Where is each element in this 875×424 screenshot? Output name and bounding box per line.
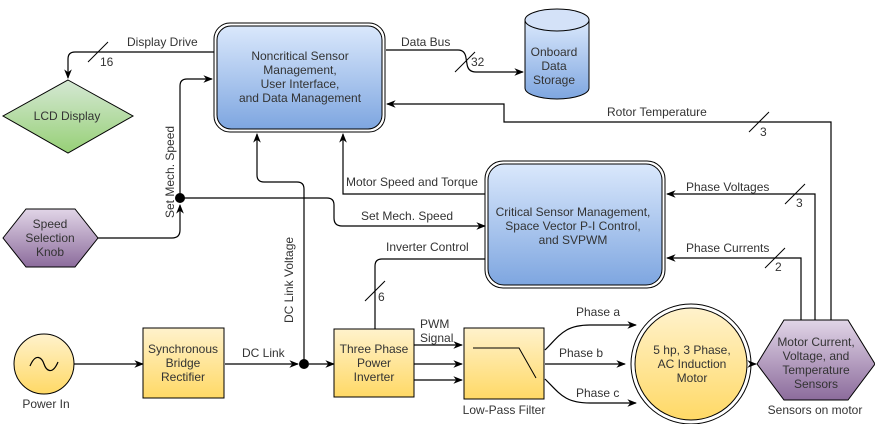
bus-width-slash [364,280,386,302]
phase-currents-label: Phase Currents [686,241,769,255]
lcd-label: LCD Display [34,109,101,123]
motor-speed-torque-label: Motor Speed and Torque [346,175,478,189]
display-drive-label: Display Drive [127,35,198,49]
phase-voltages-wire [666,190,816,320]
filter-label: Low-Pass Filter [463,403,546,417]
phase-a-wire [544,321,637,351]
motor-label-3: Motor [677,371,708,385]
storage-label-2: Data [541,59,567,73]
noncritical-block[interactable]: Noncritical Sensor Management, User Inte… [213,22,386,133]
bus-width-slash [454,51,476,73]
induction-motor[interactable]: 5 hp, 3 Phase, AC Induction Motor [630,303,752,424]
critical-label-3: and SVPWM [539,233,608,247]
set-mech-speed-vertical-label: Set Mech. Speed [163,126,177,218]
rotor-temperature-label: Rotor Temperature [607,105,707,119]
display-width-label: 16 [100,55,114,69]
sensors-label-1: Motor Current, [777,335,854,349]
phase-voltages-label: Phase Voltages [686,180,769,194]
bus-width-slash [87,41,109,63]
storage-label-1: Onboard [531,45,578,59]
pwm-signal-label-2: Signal [420,331,453,345]
motor-label-1: 5 hp, 3 Phase, [653,343,730,357]
data-bus-label: Data Bus [401,35,450,49]
phase-b-label: Phase b [559,346,603,360]
rotor-temperature-width-label: 3 [760,125,767,139]
sensors-label-4: Sensors [794,377,838,391]
phase-a-label: Phase a [576,305,620,319]
critical-block[interactable]: Critical Sensor Management, Space Vector… [484,160,666,289]
bus-width-slash [748,111,770,133]
sensors-caption: Sensors on motor [768,403,863,417]
noncritical-label-4: and Data Management [239,91,362,105]
lcd-display-diamond[interactable]: LCD Display [1,79,135,154]
dc-link-label: DC Link [242,346,286,360]
power-in-label: Power In [22,397,69,411]
motor-label-2: AC Induction [658,357,727,371]
critical-label-1: Critical Sensor Management, [496,205,651,219]
power-in-source[interactable]: Power In [13,333,75,411]
rectifier-label-2: Bridge [166,356,201,370]
inverter-control-wire [371,258,485,359]
rectifier-block[interactable]: Synchronous Bridge Rectifier [142,327,225,399]
rectifier-label-3: Rectifier [161,370,205,384]
inverter-label-2: Power [357,356,391,370]
phase-voltages-width-label: 3 [796,196,803,210]
noncritical-label-3: User Interface, [261,77,340,91]
sensors-label-3: Temperature [782,363,850,377]
lowpass-response-icon [473,347,537,379]
set-mech-speed-up-wire [179,75,213,198]
junction-dot [299,359,309,369]
inverter-control-label: Inverter Control [386,240,469,254]
onboard-storage-cylinder[interactable]: Onboard Data Storage [524,8,590,100]
inverter-block[interactable]: Three Phase Power Inverter [333,328,415,398]
knob-label-3: Knob [36,245,64,259]
data-bus-wire [386,49,524,76]
phase-currents-width-label: 2 [775,260,782,274]
speed-selection-knob[interactable]: Speed Selection Knob [2,208,99,268]
inverter-label-1: Three Phase [340,342,409,356]
phase-c-wire [544,378,637,407]
motor-sensors-hexagon[interactable]: Motor Current, Voltage, and Temperature … [756,319,875,417]
pwm-signal-label-1: PWM [420,317,449,331]
ac-sine-icon [29,356,59,372]
rotor-temperature-wire [386,100,832,320]
dc-link-voltage-label: DC Link Voltage [282,237,296,323]
low-pass-filter-block[interactable]: Low-Pass Filter [463,327,546,417]
data-bus-width-label: 32 [471,55,485,69]
dc-link-voltage-wire [253,133,305,363]
bus-width-slash [784,183,806,205]
motor-speed-torque-wire [339,133,485,195]
phase-c-label: Phase c [576,386,619,400]
inverter-control-width-label: 6 [378,290,385,304]
knob-output-wire [98,204,184,239]
noncritical-label-2: Management, [263,63,336,77]
sensors-label-2: Voltage, and [783,349,850,363]
set-mech-speed-label: Set Mech. Speed [361,209,453,223]
knob-label-2: Selection [25,231,74,245]
rectifier-label-1: Synchronous [148,342,218,356]
storage-label-3: Storage [533,73,575,87]
noncritical-label-1: Noncritical Sensor [251,49,348,63]
phase-currents-wire [666,254,802,320]
knob-label-1: Speed [33,217,68,231]
critical-label-2: Space Vector P-I Control, [505,219,640,233]
set-mech-speed-wire [180,197,486,230]
display-drive-wire [64,51,214,79]
bus-width-slash [764,247,786,269]
inverter-label-3: Inverter [354,370,395,384]
